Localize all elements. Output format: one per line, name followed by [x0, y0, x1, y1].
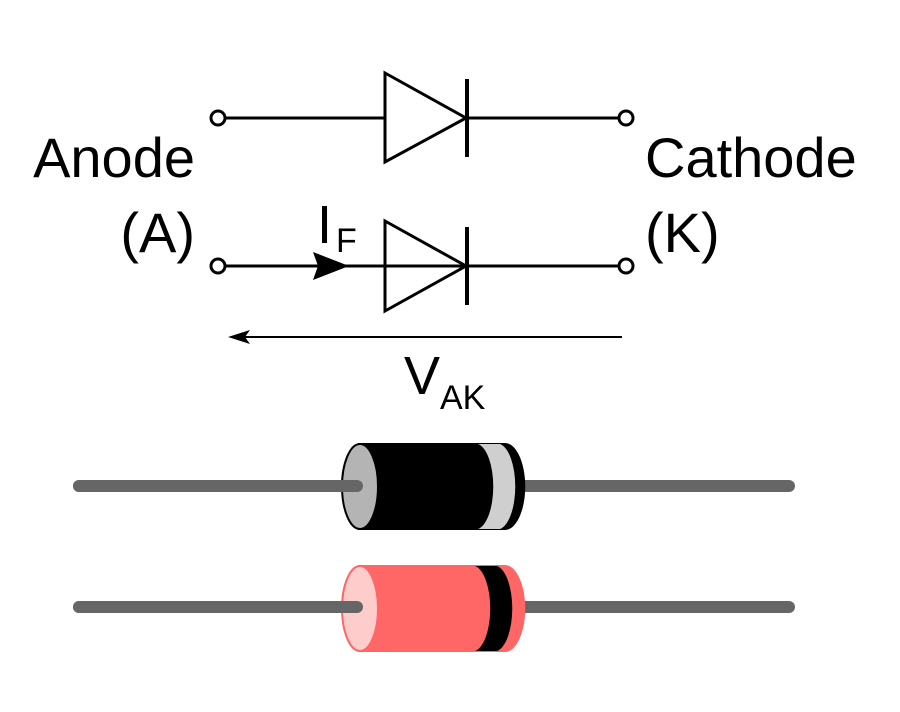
black-diode-component [73, 443, 795, 530]
diode-symbol-top [209, 70, 635, 165]
voltage-arrow [228, 330, 622, 344]
lead-wire-stub [73, 601, 363, 613]
terminal-anode [209, 109, 227, 127]
current-arrow-icon [313, 252, 349, 280]
anode-symbol-label: (A) [120, 201, 195, 264]
diode-symbol-bottom [209, 218, 635, 314]
terminal-anode [209, 257, 227, 275]
voltage-label: V [404, 346, 440, 406]
diode-triangle [383, 70, 470, 165]
red-diode-component [73, 565, 795, 652]
diode-body [358, 565, 526, 652]
terminal-cathode [617, 257, 635, 275]
voltage-subscript: AK [440, 379, 486, 417]
terminal-cathode [617, 109, 635, 127]
voltage-arrow-head-icon [228, 330, 250, 344]
current-subscript: F [336, 222, 357, 260]
current-symbol: I [317, 195, 332, 255]
anode-label: Anode [33, 126, 195, 189]
diode-triangle [383, 218, 470, 314]
current-label: I [317, 195, 332, 255]
cathode-symbol-label: (K) [645, 201, 720, 264]
cathode-band [475, 566, 513, 651]
lead-wire-stub [73, 480, 363, 492]
cathode-band [478, 444, 516, 529]
cathode-label: Cathode [645, 126, 857, 189]
diode-body [358, 443, 526, 530]
